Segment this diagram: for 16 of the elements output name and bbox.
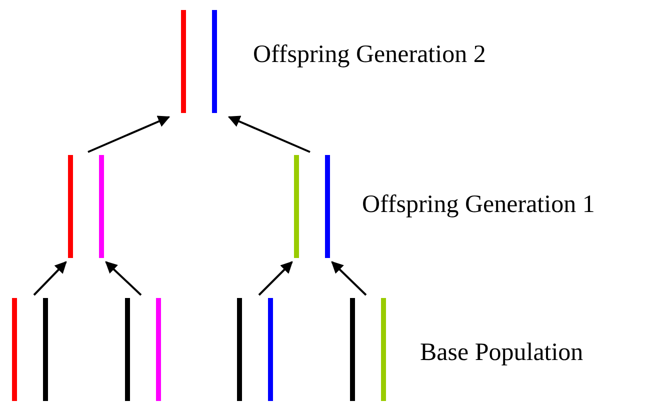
- generation-label: Base Population: [420, 340, 584, 365]
- chromosome-pair: [350, 298, 386, 401]
- chromosome-pair: [237, 298, 273, 401]
- arrow: [88, 116, 170, 153]
- chromosome-pair: [125, 298, 161, 401]
- chromosome-pair: [181, 10, 217, 113]
- arrow: [228, 116, 310, 153]
- arrow: [105, 261, 142, 296]
- chromosome-pair: [294, 155, 330, 258]
- arrow: [331, 261, 367, 296]
- arrow: [33, 261, 67, 296]
- generation-label: Offspring Generation 1: [362, 192, 595, 217]
- arrow: [258, 261, 293, 296]
- chromosome-pair: [68, 155, 104, 258]
- generation-label: Offspring Generation 2: [253, 42, 486, 67]
- chromosome-pair: [12, 298, 48, 401]
